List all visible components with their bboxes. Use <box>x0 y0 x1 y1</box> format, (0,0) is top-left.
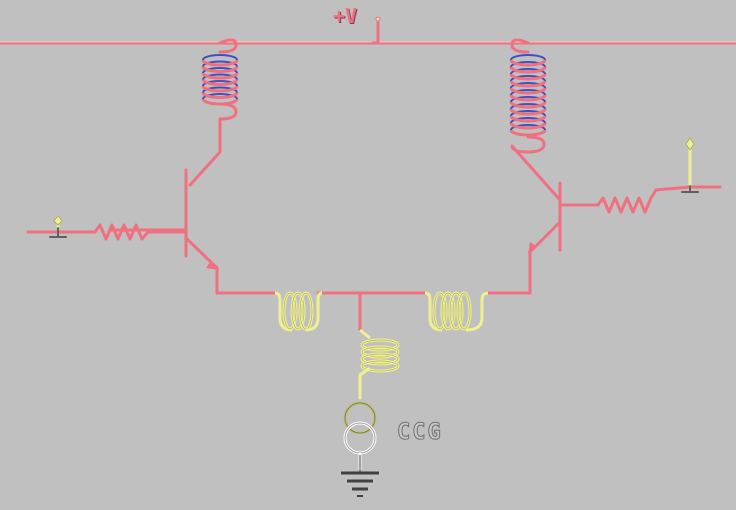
transistor-left-npn-icon <box>108 168 219 295</box>
inductor-left-emitter-icon <box>274 291 323 332</box>
emitter-bus <box>215 291 532 332</box>
inductor-left-collector-icon <box>188 38 239 187</box>
transistor-right-npn-icon <box>528 181 600 295</box>
supply-rail <box>0 16 736 45</box>
supply-label: +V <box>333 4 358 28</box>
ground-icon <box>341 455 379 497</box>
input-terminal-left-icon <box>49 215 67 238</box>
input-terminal-right-icon <box>681 137 699 193</box>
inductor-right-emitter-icon <box>424 291 489 332</box>
inductor-right-collector-icon <box>509 38 562 202</box>
resistor-left-icon <box>26 223 188 241</box>
inductor-tail-icon <box>359 328 400 377</box>
resistor-right-icon <box>596 185 722 214</box>
current-source-label: CCG <box>397 420 443 446</box>
